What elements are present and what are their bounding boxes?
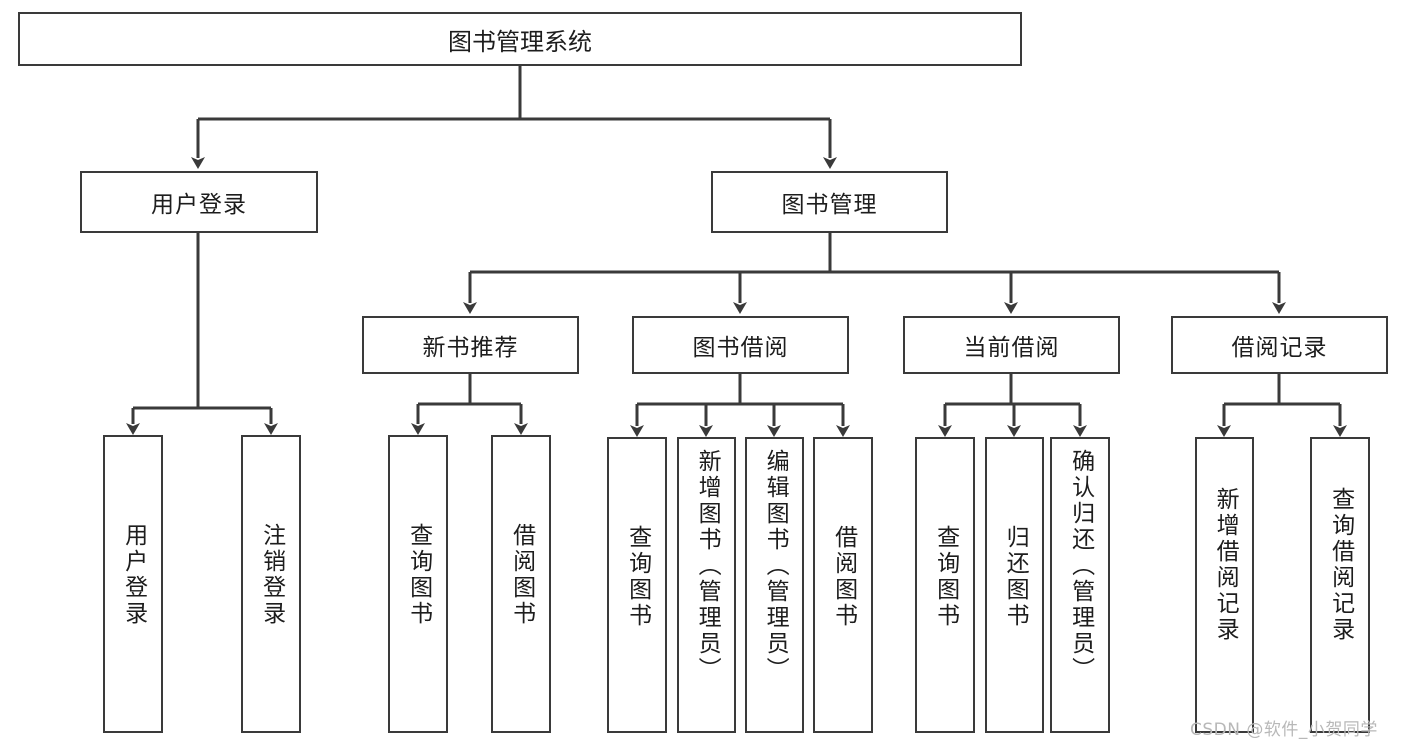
leaf-node-logout-login[interactable]: 注销登录 <box>241 435 301 733</box>
leaf-label: 借阅图书 <box>508 523 535 627</box>
node-label: 当前借阅 <box>963 335 1060 361</box>
leaf-label: 查询借阅记录 <box>1327 487 1354 643</box>
node-user-login[interactable]: 用户登录 <box>80 171 318 233</box>
leaf-node-query-record[interactable]: 查询借阅记录 <box>1310 437 1370 733</box>
node-label: 借阅记录 <box>1231 335 1328 361</box>
node-book-management[interactable]: 图书管理 <box>711 171 948 233</box>
node-label: 图书管理 <box>781 192 878 218</box>
leaf-label: 注销登录 <box>258 523 285 627</box>
node-new-book-recommend[interactable]: 新书推荐 <box>362 316 579 374</box>
leaf-node-add-record[interactable]: 新增借阅记录 <box>1195 437 1254 733</box>
leaf-label: 用户登录 <box>120 523 147 627</box>
csdn-watermark: CSDN @软件_小贺同学 <box>1190 720 1378 740</box>
leaf-node-borrow-book-2[interactable]: 借阅图书 <box>813 437 873 733</box>
leaf-node-add-book[interactable]: 新增图书（管理员） <box>677 437 736 733</box>
node-root-book-management-system[interactable]: 图书管理系统 <box>18 12 1022 66</box>
leaf-node-user-login[interactable]: 用户登录 <box>103 435 163 733</box>
node-label: 图书管理系统 <box>448 27 592 56</box>
leaf-label: 确认归还（管理员） <box>1067 449 1094 683</box>
leaf-node-return-book[interactable]: 归还图书 <box>985 437 1044 733</box>
node-label: 用户登录 <box>151 192 247 218</box>
leaf-label: 查询图书 <box>932 525 959 629</box>
leaf-label: 借阅图书 <box>830 525 857 629</box>
node-label: 新书推荐 <box>422 335 519 361</box>
node-book-borrow[interactable]: 图书借阅 <box>632 316 849 374</box>
leaf-node-query-book-3[interactable]: 查询图书 <box>915 437 975 733</box>
leaf-label: 查询图书 <box>624 525 651 629</box>
leaf-node-edit-book[interactable]: 编辑图书（管理员） <box>745 437 804 733</box>
leaf-label: 归还图书 <box>1002 525 1029 629</box>
leaf-node-query-book-2[interactable]: 查询图书 <box>607 437 667 733</box>
leaf-node-borrow-book-1[interactable]: 借阅图书 <box>491 435 551 733</box>
leaf-label: 查询图书 <box>405 523 432 627</box>
leaf-label: 编辑图书（管理员） <box>762 449 789 683</box>
leaf-label: 新增图书（管理员） <box>694 449 721 683</box>
node-label: 图书借阅 <box>692 335 789 361</box>
leaf-node-confirm-return[interactable]: 确认归还（管理员） <box>1050 437 1110 733</box>
leaf-label: 新增借阅记录 <box>1212 487 1239 643</box>
node-borrow-record[interactable]: 借阅记录 <box>1171 316 1388 374</box>
leaf-node-query-book-1[interactable]: 查询图书 <box>388 435 448 733</box>
node-current-borrow[interactable]: 当前借阅 <box>903 316 1120 374</box>
